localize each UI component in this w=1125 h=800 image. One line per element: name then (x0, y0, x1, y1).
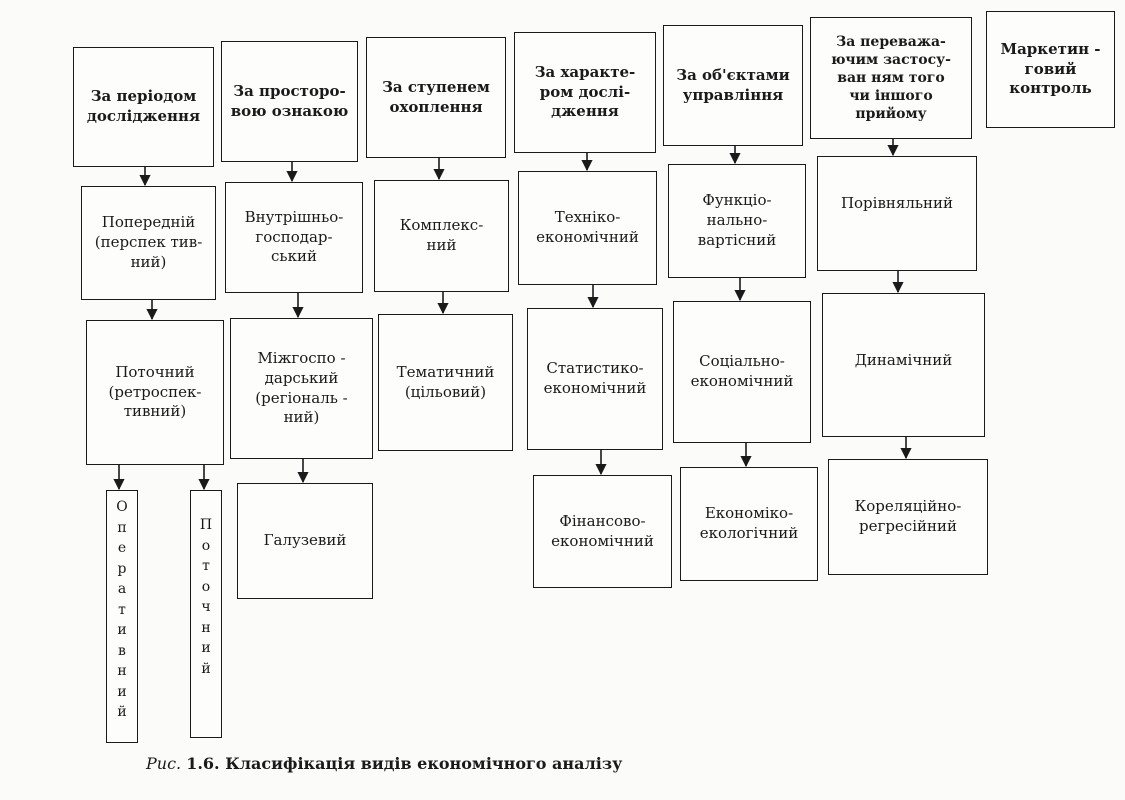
box-sectoral: Галузевий (237, 483, 373, 599)
box-functional-cost: Функціо- нально- вартісний (668, 164, 806, 278)
box-technical-economic: Техніко- економічний (518, 171, 657, 285)
header-objects-label: За об'єктами управління (676, 65, 790, 104)
header-marketing-label: Маркетин - говий контроль (1000, 39, 1101, 98)
box-inter-economic: Міжгоспо - дарський (регіональ - ний) (230, 318, 373, 459)
box-preliminary: Попередній (перспек тив- ний) (81, 186, 216, 300)
header-method-label: За переважа- ючим застосу- ван ням того … (831, 33, 951, 123)
box-current-label: Поточний (ретроспек- тивний) (108, 362, 202, 421)
box-statistical-economic: Статистико- економічний (527, 308, 663, 450)
box-comparative: Порівняльний (817, 156, 977, 271)
box-sectoral-label: Галузевий (263, 531, 347, 550)
box-technical-economic-label: Техніко- економічний (536, 208, 639, 246)
header-character: За характе- ром дослі- дження (514, 32, 656, 153)
header-coverage: За ступенем охоплення (366, 37, 506, 158)
header-character-label: За характе- ром дослі- дження (534, 62, 636, 121)
box-preliminary-label: Попередній (перспек тив- ний) (94, 213, 203, 271)
box-correlation-regression-label: Кореляційно- регресійний (854, 497, 962, 535)
box-complex-label: Комплекс- ний (399, 216, 484, 254)
box-ecological-economic-label: Економіко- екологічний (699, 504, 799, 542)
box-financial-economic-label: Фінансово- економічний (551, 511, 654, 550)
box-intra-economic: Внутрішньо- господар- ський (225, 182, 363, 293)
box-inter-economic-label: Міжгоспо - дарський (регіональ - ний) (255, 348, 348, 427)
box-comparative-label: Порівняльний (840, 193, 954, 212)
box-financial-economic: Фінансово- економічний (533, 475, 672, 588)
box-correlation-regression: Кореляційно- регресійний (828, 459, 988, 575)
header-method: За переважа- ючим застосу- ван ням того … (810, 17, 972, 139)
header-spatial-label: За просторо- вою ознакою (230, 81, 349, 120)
box-dynamic: Динамічний (822, 293, 985, 437)
figure-caption: Рис. 1.6. Класифікація видів економічног… (146, 754, 622, 773)
box-social-economic-label: Соціально- економічний (690, 352, 794, 390)
header-period: За періодом дослідження (73, 47, 214, 167)
caption-label: Рис. (146, 754, 182, 773)
box-thematic-label: Тематичний (цільовий) (396, 362, 495, 401)
caption-title: 1.6. Класифікація видів економічного ана… (186, 754, 623, 773)
box-functional-cost-label: Функціо- нально- вартісний (697, 191, 777, 249)
vbox-current-label: П о т о ч н и й (199, 517, 213, 677)
vbox-current: П о т о ч н и й (190, 490, 222, 738)
header-objects: За об'єктами управління (663, 25, 803, 146)
box-dynamic-label: Динамічний (854, 351, 953, 370)
header-marketing: Маркетин - говий контроль (986, 11, 1115, 128)
vbox-operative: О п е р а т и в н и й (106, 490, 138, 743)
vbox-operative-label: О п е р а т и в н и й (116, 499, 128, 720)
box-complex: Комплекс- ний (374, 180, 509, 292)
header-spatial: За просторо- вою ознакою (221, 41, 358, 162)
box-ecological-economic: Економіко- екологічний (680, 467, 818, 581)
box-statistical-economic-label: Статистико- економічний (543, 359, 647, 397)
box-current: Поточний (ретроспек- тивний) (86, 320, 224, 465)
box-social-economic: Соціально- економічний (673, 301, 811, 443)
header-coverage-label: За ступенем охоплення (382, 77, 490, 116)
header-period-label: За періодом дослідження (86, 87, 201, 125)
box-intra-economic-label: Внутрішньо- господар- ський (244, 207, 344, 266)
box-thematic: Тематичний (цільовий) (378, 314, 513, 451)
